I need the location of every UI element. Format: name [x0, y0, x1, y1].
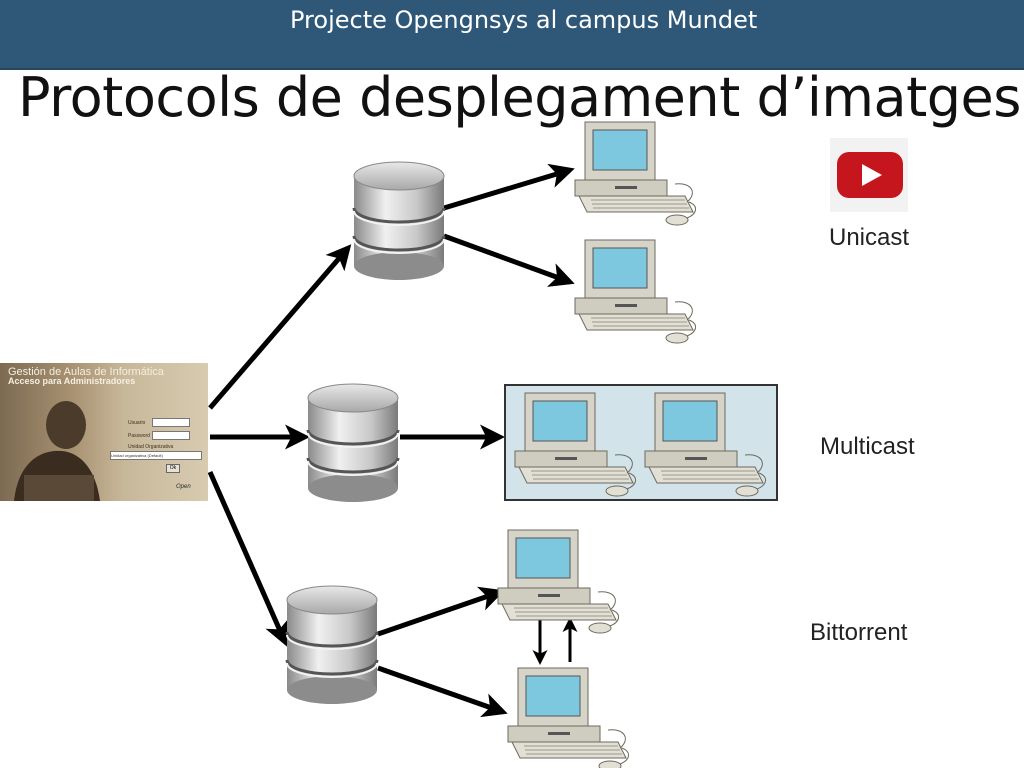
login-subtitle: Acceso para Administradores	[8, 376, 136, 386]
bittorrent-client-2-icon	[507, 667, 630, 768]
bittorrent-client-1-icon	[497, 529, 620, 634]
arrow-to-unicast-server	[208, 244, 352, 410]
unicast-label: Unicast	[829, 224, 910, 251]
slide-title: Protocols de desplegament d’imatges	[18, 66, 1021, 129]
arrow-unicast-pc2	[443, 233, 575, 287]
login-title: Gestión de Aulas de Informática	[8, 366, 164, 378]
arrow-bittorrent-pc2	[377, 665, 508, 718]
login-password-label: Password	[128, 433, 150, 439]
bittorrent-label: Bittorrent	[810, 619, 908, 646]
arrow-to-bittorrent-server	[207, 470, 289, 647]
unicast-client-1-icon	[574, 121, 697, 226]
header-bar: Projecte Opengnsys al campus Mundet	[0, 0, 1024, 70]
arrow-bittorrent-pc1	[377, 586, 505, 637]
unicast-client-2-icon	[574, 239, 697, 344]
login-logo: Open	[176, 484, 191, 490]
deploy-arrows	[207, 163, 578, 718]
arrow-unicast-pc1	[443, 163, 575, 211]
login-user-input[interactable]	[152, 418, 190, 427]
multicast-server-icon	[306, 382, 400, 504]
person-silhouette-icon	[14, 401, 100, 501]
header-title: Projecte Opengnsys al campus Mundet	[290, 6, 758, 34]
login-unit-label: Unidad Organizativa	[128, 444, 174, 450]
multicast-label: Multicast	[820, 433, 915, 460]
login-unit-select[interactable]: Unidad organizativa (Default)	[110, 451, 202, 460]
unicast-server-icon	[352, 160, 446, 282]
login-ok-button[interactable]: Ok	[166, 464, 180, 473]
login-password-input[interactable]	[152, 431, 190, 440]
login-panel-screenshot: Gestión de Aulas de Informática Acceso p…	[0, 363, 208, 501]
login-user-label: Usuario	[128, 420, 146, 426]
youtube-play-icon	[830, 138, 908, 212]
bittorrent-server-icon	[285, 584, 379, 706]
